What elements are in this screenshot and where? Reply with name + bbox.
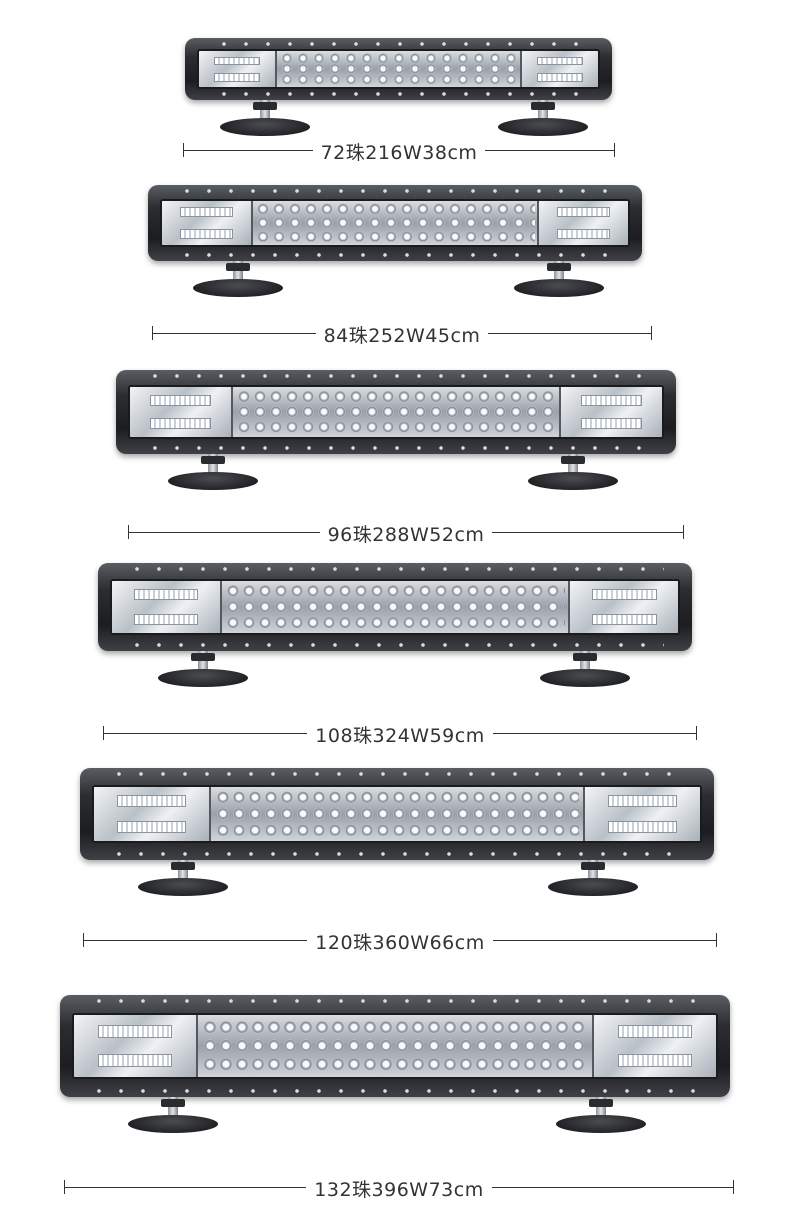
- led-light-bar-photo: [60, 995, 730, 1097]
- dimension-line: 120珠360W66cm: [83, 932, 717, 954]
- size-power-label: 108珠324W59cm: [307, 725, 493, 747]
- dimension-line: 108珠324W59cm: [103, 725, 697, 747]
- dimension-line: 96珠288W52cm: [128, 524, 684, 546]
- dimension-line: 132珠396W73cm: [64, 1179, 734, 1201]
- led-light-bar-photo: [98, 563, 692, 651]
- size-power-label: 132珠396W73cm: [306, 1179, 492, 1201]
- size-power-label: 96珠288W52cm: [319, 524, 493, 546]
- led-light-bar-photo: [185, 38, 612, 100]
- size-power-label: 120珠360W66cm: [307, 932, 493, 954]
- size-power-label: 72珠216W38cm: [312, 142, 486, 164]
- led-light-bar-photo: [116, 370, 676, 454]
- led-light-bar-photo: [148, 185, 642, 261]
- dimension-line: 84珠252W45cm: [152, 325, 652, 347]
- dimension-line: 72珠216W38cm: [183, 142, 615, 164]
- led-light-bar-photo: [80, 768, 714, 860]
- size-power-label: 84珠252W45cm: [315, 325, 489, 347]
